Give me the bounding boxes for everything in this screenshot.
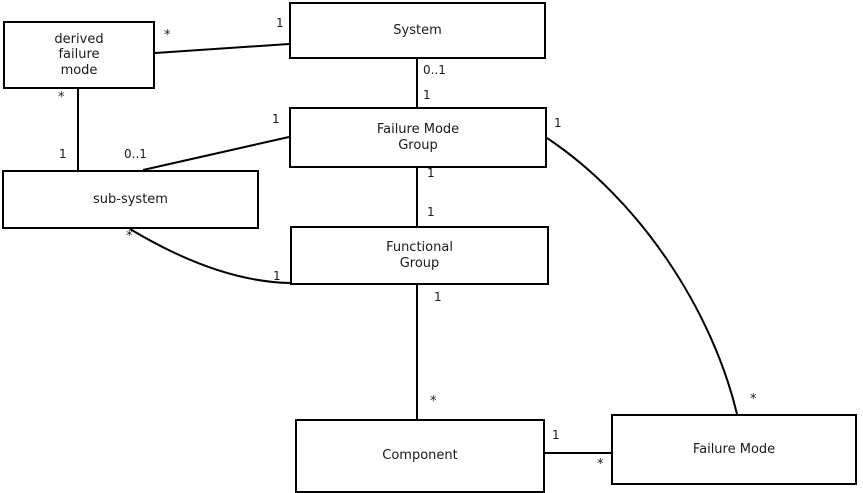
- class-box-label: sub-system: [93, 191, 168, 207]
- multiplicity-label-failure-mode-group-to-sub-system: 1: [272, 112, 280, 126]
- edge-sub-system--failure-mode-group: [142, 136, 290, 171]
- class-box-failure-mode[interactable]: Failure Mode: [611, 414, 857, 485]
- class-box-label: derived failure mode: [54, 31, 104, 78]
- edge-sub-system--functional-group: [129, 228, 291, 284]
- multiplicity-label-component-to-functional-group: *: [430, 394, 437, 409]
- multiplicity-label-failure-mode-to-component: *: [597, 457, 604, 472]
- multiplicity-label-sub-system-to-functional-group: *: [126, 229, 133, 244]
- class-box-functional-group[interactable]: Functional Group: [290, 226, 549, 285]
- multiplicity-label-functional-group-to-failure-mode-group: 1: [427, 205, 435, 219]
- multiplicity-label-system-to-derived-failure-mode: 1: [276, 16, 284, 30]
- class-box-component[interactable]: Component: [295, 419, 545, 493]
- class-box-label: System: [393, 22, 442, 38]
- multiplicity-label-derived-failure-mode-to-system: *: [164, 28, 171, 43]
- multiplicity-label-failure-mode-group-to-failure-mode: 1: [554, 116, 562, 130]
- multiplicity-label-system-to-failure-mode-group: 0..1: [423, 63, 446, 77]
- multiplicity-label-failure-mode-group-to-functional-group: 1: [427, 166, 435, 180]
- class-box-sub-system[interactable]: sub-system: [2, 170, 259, 229]
- multiplicity-label-component-to-failure-mode: 1: [552, 428, 560, 442]
- multiplicity-label-failure-mode-group-to-system: 1: [423, 88, 431, 102]
- class-box-label: Failure Mode Group: [376, 122, 460, 153]
- class-box-failure-mode-group[interactable]: Failure Mode Group: [289, 107, 547, 168]
- multiplicity-label-failure-mode-to-failure-mode-group: *: [750, 392, 757, 407]
- edge-failure-mode-group--failure-mode: [546, 137, 738, 415]
- multiplicity-label-sub-system-to-failure-mode-group: 0..1: [124, 147, 147, 161]
- class-box-label: Failure Mode: [692, 441, 776, 457]
- class-box-derived-failure-mode[interactable]: derived failure mode: [3, 21, 155, 89]
- multiplicity-label-functional-group-to-component: 1: [434, 290, 442, 304]
- multiplicity-label-sub-system-to-derived-failure-mode: 1: [59, 147, 67, 161]
- class-box-system[interactable]: System: [289, 2, 546, 59]
- multiplicity-label-functional-group-to-sub-system: 1: [273, 269, 281, 283]
- class-box-label: Functional Group: [386, 240, 453, 271]
- class-box-label: Component: [382, 448, 458, 464]
- multiplicity-label-derived-failure-mode-to-sub-system: *: [58, 90, 65, 105]
- edge-derived-failure-mode--system: [154, 43, 290, 54]
